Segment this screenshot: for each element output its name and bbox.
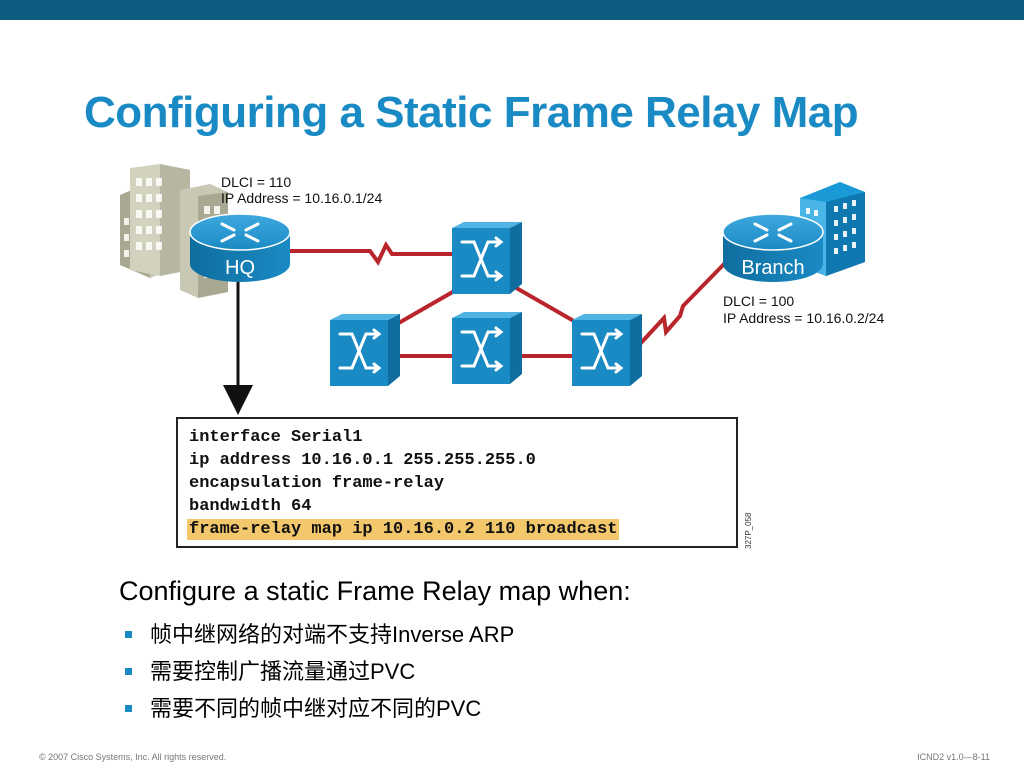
bullet-square-icon <box>125 705 132 712</box>
frame-relay-links <box>290 240 730 358</box>
branch-router-label: Branch <box>741 257 804 279</box>
hq-ip-label: IP Address = 10.16.0.1/24 <box>221 190 382 206</box>
bullet-item: 需要不同的帧中继对应不同的PVC <box>125 696 514 733</box>
bullet-item: 需要控制广播流量通过PVC <box>125 659 514 696</box>
switch-middle-icon <box>452 312 522 384</box>
switch-left-icon <box>330 314 400 386</box>
config-box: interface Serial1 ip address 10.16.0.1 2… <box>176 417 738 548</box>
figure-id: 327P_058 <box>744 512 753 549</box>
footer-copyright: © 2007 Cisco Systems, Inc. All rights re… <box>39 752 227 762</box>
slide-title: Configuring a Static Frame Relay Map <box>84 88 859 137</box>
bullet-item: 帧中继网络的对端不支持Inverse ARP <box>125 622 514 659</box>
intro-text: Configure a static Frame Relay map when: <box>119 576 631 606</box>
branch-ip-label: IP Address = 10.16.0.2/24 <box>723 310 884 326</box>
switch-right-icon <box>572 314 642 386</box>
bullet-text: 需要不同的帧中继对应不同的PVC <box>150 696 482 721</box>
config-line-frame-relay-map: frame-relay map ip 10.16.0.2 110 broadca… <box>187 519 620 540</box>
switch-to-branch-link <box>638 258 730 346</box>
bullet-square-icon <box>125 631 132 638</box>
bullet-text: 帧中继网络的对端不支持Inverse ARP <box>150 622 515 647</box>
hq-to-switch-link <box>290 240 456 266</box>
hq-router-icon <box>189 213 291 282</box>
footer-page-id: ICND2 v1.0—8-11 <box>917 752 990 762</box>
branch-dlci-label: DLCI = 100 <box>723 293 794 309</box>
config-line-interface: interface Serial1 <box>189 428 363 447</box>
bullet-text: 需要控制广播流量通过PVC <box>150 659 416 684</box>
bullet-list: 帧中继网络的对端不支持Inverse ARP 需要控制广播流量通过PVC 需要不… <box>125 622 514 733</box>
hq-dlci-label: DLCI = 110 <box>221 174 291 190</box>
switch-top-icon <box>452 222 522 294</box>
top-banner <box>0 0 1024 20</box>
branch-router-icon <box>722 213 824 282</box>
config-line-encapsulation: encapsulation frame-relay <box>189 474 445 493</box>
config-line-bandwidth: bandwidth 64 <box>189 497 312 516</box>
config-line-ip-address: ip address 10.16.0.1 255.255.255.0 <box>189 451 536 470</box>
bullet-square-icon <box>125 668 132 675</box>
hq-router-label: HQ <box>225 257 255 279</box>
